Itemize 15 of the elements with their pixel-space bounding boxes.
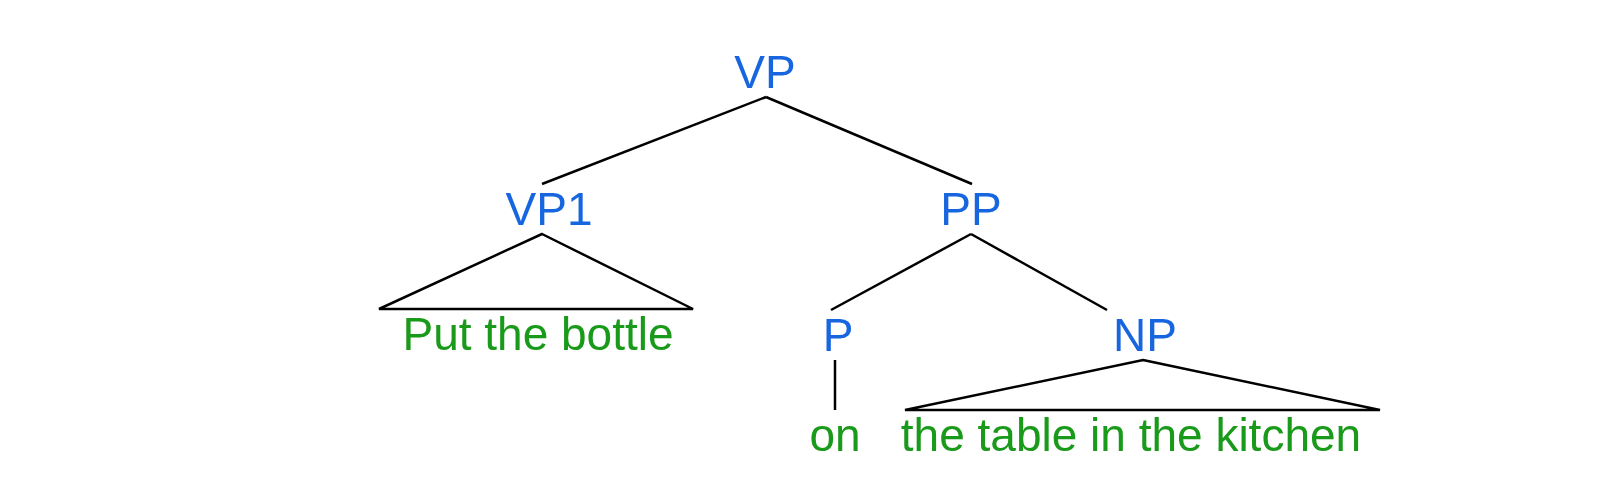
category-label: VP1 [505,186,593,232]
category-label: NP [1113,312,1177,358]
word-label: on [809,412,861,458]
triangle-branch [903,358,1382,412]
category-label: PP [940,186,1002,232]
tree-branch [765,95,973,186]
tree-branch [833,360,837,410]
tree-branch [830,232,972,312]
word-label: the table in the kitchen [900,412,1362,458]
triangle-branch [377,232,695,311]
tree-branch [970,232,1108,312]
word-label: Put the bottle [402,311,674,357]
tree-branch [541,95,767,186]
category-label: P [822,312,854,358]
category-label: VP [734,49,796,95]
